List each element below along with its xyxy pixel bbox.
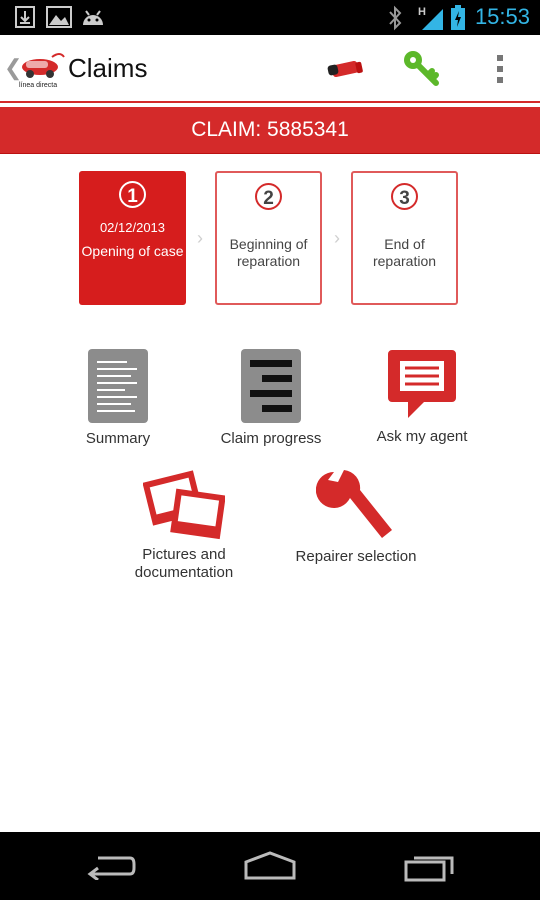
repairer-selection-button[interactable]: Repairer selection [290,468,422,566]
pictures-and-documentation-button[interactable]: Pictures and documentation [124,468,244,582]
step-number: 2 [255,183,282,210]
tile-label: Ask my agent [376,428,468,445]
tile-label: Summary [85,430,151,447]
chevron-right-icon: › [197,228,203,248]
claim-progress-button[interactable]: Claim progress [210,348,332,448]
step-opening-of-case: 1 02/12/2013 Opening of case [79,171,186,305]
step-end-of-reparation: 3 End of reparation [351,171,458,305]
svg-text:línea directa: línea directa [19,82,57,89]
page-title: Claims [68,53,148,83]
step-label: End of reparation [372,236,437,269]
claim-banner: CLAIM: 5885341 [0,107,540,154]
bluetooth-icon [389,5,402,31]
download-icon [15,6,35,28]
app-logo[interactable]: línea directa [18,47,66,89]
svg-text:H: H [418,6,426,18]
document-icon [88,349,148,423]
photos-icon [143,470,225,540]
step-beginning-of-reparation: 2 Beginning of reparation [215,171,322,305]
status-time: 15:53 [474,4,530,29]
navigation-bar [0,832,540,900]
tile-label: Repairer selection [295,548,417,565]
step-label: Opening of case [81,243,184,259]
home-icon[interactable] [242,850,298,880]
status-bar: H 15:53 [0,0,540,35]
step-number: 1 [119,181,146,208]
flashlight-icon[interactable] [326,55,366,81]
tile-label: Claim progress [220,430,322,447]
wrench-icon [316,470,392,538]
summary-button[interactable]: Summary [68,348,168,448]
signal-icon: H [418,6,443,30]
back-icon[interactable] [86,852,138,880]
key-icon[interactable] [402,49,440,87]
image-icon [46,6,72,28]
chevron-right-icon: › [334,228,340,248]
battery-icon [451,5,465,30]
overflow-menu-icon[interactable] [494,53,506,85]
tile-label: Pictures and documentation [134,546,234,581]
step-number: 3 [391,183,418,210]
step-date: 02/12/2013 [99,220,166,235]
progress-list-icon [241,349,301,423]
android-icon [83,10,103,25]
chat-bubble-icon [388,350,456,418]
back-chevron-icon[interactable]: ❮ [4,55,23,80]
recent-apps-icon[interactable] [402,852,456,882]
step-label: Beginning of reparation [229,236,308,269]
ask-my-agent-button[interactable]: Ask my agent [368,348,476,446]
action-bar: ❮ línea directa Claims [0,35,540,103]
